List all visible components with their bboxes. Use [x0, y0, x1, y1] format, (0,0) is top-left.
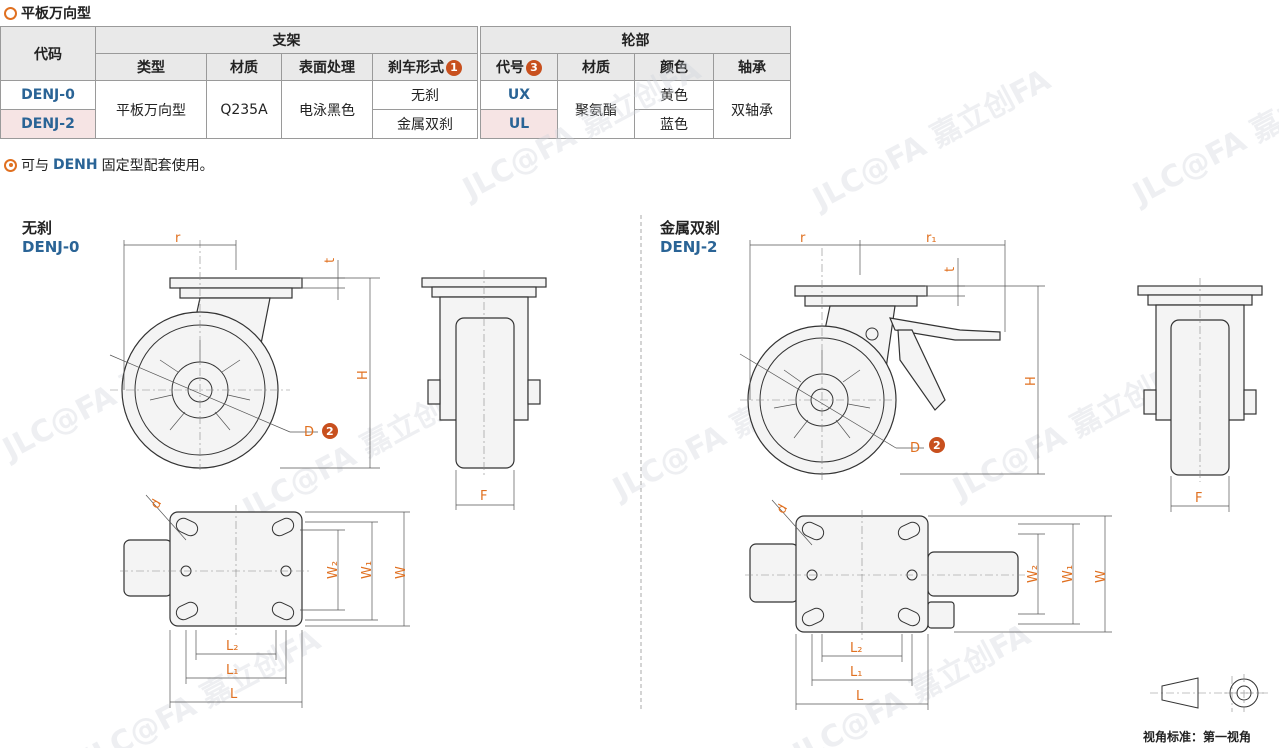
dim-L1: L₁: [850, 665, 862, 680]
dim-t: t: [323, 258, 338, 263]
dim-W1: W₁: [1061, 565, 1076, 583]
sub-surface: 表面处理: [281, 53, 373, 81]
dim-W1: W₁: [360, 561, 375, 579]
ring-icon: [4, 6, 17, 20]
dim-D: D: [910, 441, 920, 456]
badge-2: 2: [326, 425, 334, 438]
left-top-view: d W₂ W₁ W L₂ L₁ L: [120, 494, 410, 708]
dim-d: d: [774, 502, 791, 517]
header-code: 代码: [0, 26, 96, 81]
left-side-view: r t H D 2: [109, 231, 380, 470]
dim-r: r: [800, 231, 806, 246]
dim-L: L: [230, 687, 238, 702]
view-standard: 视角标准：第一视角: [1143, 730, 1252, 744]
right-top-view: d W₂ W₁ W L₂ L₁ L: [745, 499, 1112, 710]
right-front-view: F: [1137, 278, 1263, 512]
cell-wheel-material: 聚氨酯: [557, 80, 635, 139]
dim-W: W: [1094, 570, 1109, 583]
svg-text:JLC@FA 嘉立创FA: JLC@FA 嘉立创FA: [76, 622, 327, 748]
cell-color: 蓝色: [634, 109, 714, 139]
svg-text:JLC@FA 嘉立创FA: JLC@FA 嘉立创FA: [786, 617, 1037, 748]
sub-material: 材质: [206, 53, 282, 81]
dim-L2: L₂: [850, 641, 862, 656]
dim-r: r: [175, 231, 181, 246]
sub-type: 类型: [95, 53, 207, 81]
header-bracket: 支架: [95, 26, 478, 54]
dim-W2: W₂: [1026, 565, 1041, 583]
dim-H: H: [356, 370, 371, 380]
row-code: DENJ-2: [0, 109, 96, 139]
badge-1: 1: [446, 60, 462, 76]
dim-F: F: [1195, 491, 1202, 506]
left-front-view: F: [421, 270, 547, 510]
cell-bearing: 双轴承: [713, 80, 791, 139]
cell-wheel-code: UL: [480, 109, 558, 139]
dim-L1: L₁: [226, 663, 238, 678]
cell-surface: 电泳黑色: [281, 80, 373, 139]
projection-symbol-icon: [1150, 674, 1268, 712]
cell-brake: 金属双刹: [372, 109, 478, 139]
svg-text:JLC@FA 嘉立创FA: JLC@FA 嘉立创FA: [806, 62, 1057, 218]
cell-material: Q235A: [206, 80, 282, 139]
dim-W: W: [394, 566, 409, 579]
dim-D: D: [304, 425, 314, 440]
cell-brake: 无刹: [372, 80, 478, 110]
dim-r1: r₁: [926, 231, 937, 246]
sub-color: 颜色: [634, 53, 714, 81]
dim-d: d: [148, 497, 165, 512]
badge-2: 2: [933, 439, 941, 452]
section-title: 平板万向型: [4, 3, 91, 23]
svg-text:JLC@FA 嘉立创FA: JLC@FA 嘉立创FA: [1126, 57, 1279, 213]
right-side-view: r r₁ t H D 2: [739, 231, 1045, 480]
sub-bearing: 轴承: [713, 53, 791, 81]
dim-t: t: [943, 267, 958, 272]
cell-type: 平板万向型: [95, 80, 207, 139]
dim-L2: L₂: [226, 639, 238, 654]
dot-ring-icon: [4, 158, 17, 172]
cell-color: 黄色: [634, 80, 714, 110]
right-drawing-label: 金属双刹 DENJ-2: [660, 219, 721, 256]
svg-text:JLC@FA 嘉立创FA: JLC@FA 嘉立创FA: [456, 52, 707, 208]
dim-H: H: [1024, 376, 1039, 386]
badge-3: 3: [526, 60, 542, 76]
left-drawing-label: 无刹 DENJ-0: [22, 219, 80, 256]
dim-W2: W₂: [326, 561, 341, 579]
dim-L: L: [856, 689, 864, 704]
dim-F: F: [480, 489, 487, 504]
